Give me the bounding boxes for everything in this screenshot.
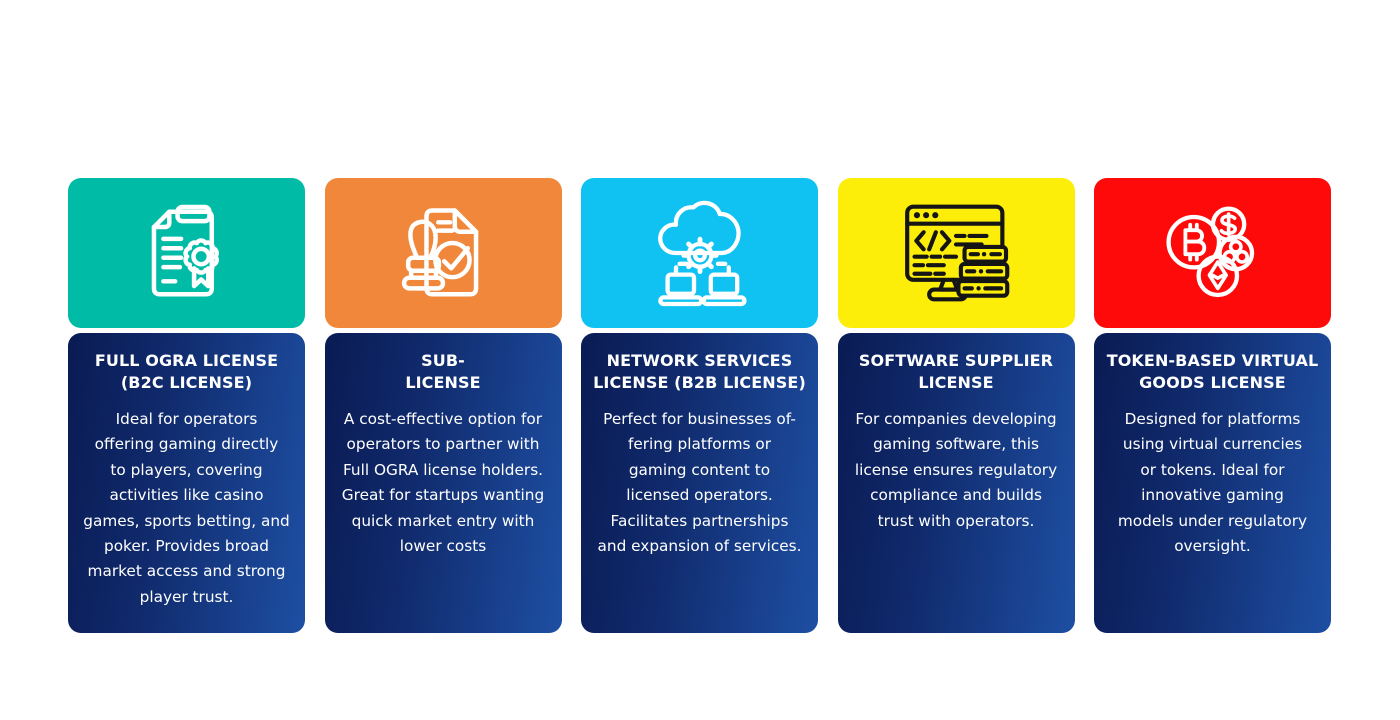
card-content: SOFTWARE SUPPLIER LICENSE For companies …	[837, 333, 1075, 633]
card-title: SUB- LICENSE	[405, 351, 481, 392]
card-description: For companies developing gaming software…	[854, 410, 1058, 530]
card-header-orange	[324, 178, 562, 328]
card-description: Ideal for operators offering gaming dire…	[83, 410, 290, 606]
card-software-supplier-license: SOFTWARE SUPPLIER LICENSE For companies …	[837, 178, 1075, 633]
card-description: Designed for platforms using virtual cur…	[1117, 410, 1308, 556]
card-description: A cost-effective option for operators to…	[341, 410, 545, 556]
card-title: NETWORK SERVICES LICENSE (B2B LICENSE)	[593, 351, 806, 392]
card-title: FULL OGRA LICENSE (B2C LICENSE)	[94, 351, 279, 392]
card-title: TOKEN-BASED VIRTUAL GOODS LICENSE	[1106, 351, 1319, 392]
card-header-red	[1094, 178, 1331, 328]
card-header-cyan	[581, 178, 818, 328]
card-header-teal	[68, 178, 305, 328]
card-content: TOKEN-BASED VIRTUAL GOODS LICENSE Design…	[1094, 333, 1331, 633]
card-content: NETWORK SERVICES LICENSE (B2B LICENSE) P…	[581, 333, 818, 633]
card-sub-license: SUB- LICENSE A cost-effective option for…	[324, 178, 562, 633]
card-title: SOFTWARE SUPPLIER LICENSE	[858, 351, 1054, 392]
card-network-services-license: NETWORK SERVICES LICENSE (B2B LICENSE) P…	[581, 178, 818, 633]
card-header-yellow	[837, 178, 1075, 328]
card-description: Perfect for businesses of- fering platfo…	[597, 410, 802, 556]
stamp-approval-icon	[384, 194, 502, 312]
card-content: SUB- LICENSE A cost-effective option for…	[324, 333, 562, 633]
cloud-network-icon	[640, 193, 760, 313]
card-full-ogra-license: FULL OGRA LICENSE (B2C LICENSE) Ideal fo…	[68, 178, 305, 633]
card-content: FULL OGRA LICENSE (B2C LICENSE) Ideal fo…	[68, 333, 305, 633]
certificate-ribbon-icon	[128, 194, 246, 312]
code-window-icon	[895, 192, 1017, 314]
card-token-virtual-goods-license: TOKEN-BASED VIRTUAL GOODS LICENSE Design…	[1094, 178, 1331, 633]
license-cards-row: FULL OGRA LICENSE (B2C LICENSE) Ideal fo…	[68, 178, 1331, 633]
crypto-coins-icon	[1153, 193, 1273, 313]
